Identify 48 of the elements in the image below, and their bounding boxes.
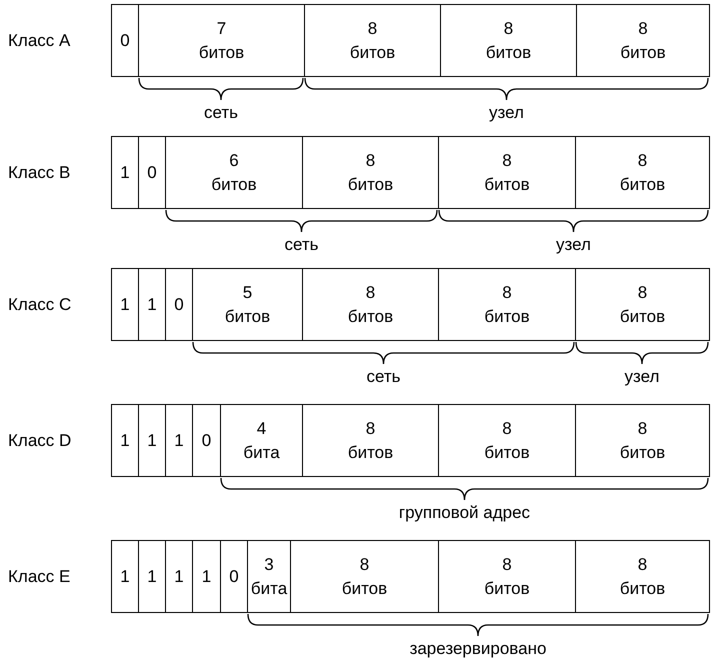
bit-field-cell: 0 [165,268,193,341]
bit-field-cell: 1 [111,136,139,209]
class-label: Класс D [8,432,72,448]
bit-field-cell: 1 [111,268,139,341]
bit-field-cell: 6 битов [165,136,303,209]
bit-field-cell: 8 битов [575,540,710,613]
bit-field-cell: 8 битов [304,4,441,77]
bit-field-cell: 0 [220,540,248,613]
bit-field-cell: 1 [165,540,193,613]
bit-field-cell: 8 битов [290,540,439,613]
bit-field-cell: 1 [111,540,139,613]
bit-field-cell: 8 битов [302,404,439,477]
bit-field-cell: 1 [138,404,166,477]
bit-field-cell: 8 битов [575,268,710,341]
bit-field-cell: 7 битов [138,4,305,77]
bit-field-cell: 1 [138,540,166,613]
class-label: Класс E [8,568,70,584]
bit-field-cell: 8 битов [575,136,710,209]
bit-field-cell: 4 бита [220,404,303,477]
brace-label: зарезервировано [410,640,546,657]
class-label: Класс C [8,296,72,312]
bit-field-cell: 3 бита [247,540,291,613]
bit-field-cell: 8 битов [575,404,710,477]
bit-field-cell: 1 [165,404,193,477]
bit-field-cell: 8 битов [440,4,577,77]
bit-field-cell: 8 битов [438,268,576,341]
brace-label: сеть [284,236,319,253]
bit-field-cell: 0 [111,4,139,77]
bit-field-cell: 8 битов [302,268,439,341]
brace-label: сеть [204,104,238,121]
class-label: Класс A [8,32,70,48]
bit-field-cell: 0 [192,404,221,477]
bit-field-cell: 0 [138,136,166,209]
class-label: Класс B [8,164,70,180]
bit-field-cell: 8 битов [438,540,576,613]
bit-field-cell: 8 битов [576,4,710,77]
bit-field-cell: 5 битов [192,268,303,341]
bit-field-cell: 1 [138,268,166,341]
brace-label: сеть [366,368,401,385]
bit-field-cell: 8 битов [302,136,439,209]
brace-label: узел [556,236,591,253]
bit-field-cell: 1 [192,540,221,613]
bit-field-cell: 8 битов [438,404,576,477]
bit-field-cell: 8 битов [438,136,576,209]
brace-label: узел [624,368,660,385]
brace-label: групповой адрес [398,504,530,521]
bit-field-cell: 1 [111,404,139,477]
brace-label: узел [489,104,524,121]
